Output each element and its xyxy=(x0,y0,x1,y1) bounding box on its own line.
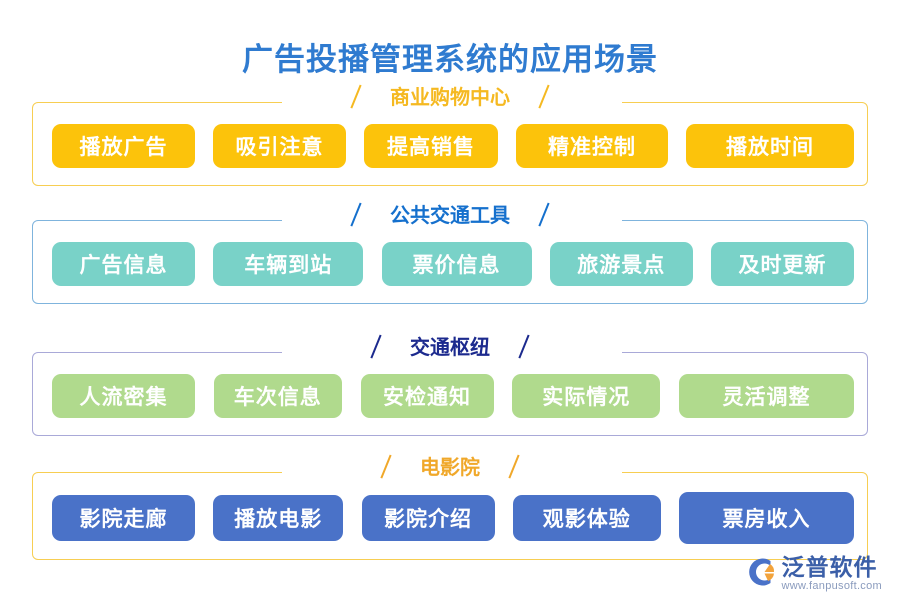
section-header: 交通枢纽 xyxy=(32,331,868,360)
tag-item[interactable]: 灵活调整 xyxy=(679,374,854,418)
logo-text-wrap: 泛普软件 www.fanpusoft.com xyxy=(782,555,882,592)
tag-item[interactable]: 安检通知 xyxy=(360,374,494,418)
section-header: 商业购物中心 xyxy=(32,81,868,110)
tag-row: 影院走廊 播放电影 影院介绍 观影体验 票房收入 xyxy=(52,492,854,544)
section-header-label: 电影院 xyxy=(420,457,480,479)
section-header: 电影院 xyxy=(32,451,868,480)
tag-item[interactable]: 及时更新 xyxy=(711,242,854,286)
section-public-transport: 公共交通工具 广告信息 车辆到站 票价信息 旅游景点 及时更新 xyxy=(32,205,868,304)
tag-item[interactable]: 影院介绍 xyxy=(361,495,495,541)
slash-left-icon xyxy=(348,201,364,227)
slash-left-icon xyxy=(348,83,364,109)
header-mask xyxy=(282,208,622,232)
section-commercial-mall: 商业购物中心 播放广告 吸引注意 提高销售 精准控制 播放时间 xyxy=(32,87,868,186)
header-mask xyxy=(282,340,622,364)
tag-row: 广告信息 车辆到站 票价信息 旅游景点 及时更新 xyxy=(52,242,854,286)
tag-item[interactable]: 实际情况 xyxy=(512,374,661,418)
slash-left-icon xyxy=(378,453,394,479)
tag-item[interactable]: 票房收入 xyxy=(679,492,854,544)
slash-right-icon xyxy=(516,333,532,359)
slash-left-icon xyxy=(368,333,384,359)
tag-row: 人流密集 车次信息 安检通知 实际情况 灵活调整 xyxy=(52,374,854,418)
section-header-label: 交通枢纽 xyxy=(410,337,490,359)
page-title: 广告投播管理系统的应用场景 xyxy=(242,42,658,77)
tag-item[interactable]: 精准控制 xyxy=(516,124,668,168)
header-mask xyxy=(282,90,622,114)
section-cinema: 电影院 影院走廊 播放电影 影院介绍 观影体验 票房收入 xyxy=(32,457,868,560)
tag-row: 播放广告 吸引注意 提高销售 精准控制 播放时间 xyxy=(52,124,854,168)
slash-right-icon xyxy=(536,201,552,227)
section-header-label: 商业购物中心 xyxy=(390,87,510,109)
tag-item[interactable]: 播放电影 xyxy=(213,495,344,541)
tag-item[interactable]: 票价信息 xyxy=(381,242,532,286)
tag-item[interactable]: 车辆到站 xyxy=(213,242,364,286)
section-header: 公共交通工具 xyxy=(32,199,868,228)
header-mask xyxy=(282,460,622,484)
fanpu-swoosh-logo-icon xyxy=(748,558,774,586)
tag-item[interactable]: 观影体验 xyxy=(512,495,661,541)
tag-item[interactable]: 播放广告 xyxy=(52,124,195,168)
brand-logo: 泛普软件 www.fanpusoft.com xyxy=(748,555,882,592)
tag-item[interactable]: 旅游景点 xyxy=(549,242,693,286)
section-transport-hub: 交通枢纽 人流密集 车次信息 安检通知 实际情况 灵活调整 xyxy=(32,337,868,436)
tag-item[interactable]: 播放时间 xyxy=(686,124,854,168)
logo-url: www.fanpusoft.com xyxy=(781,580,882,592)
slash-right-icon xyxy=(506,453,522,479)
tag-item[interactable]: 吸引注意 xyxy=(213,124,346,168)
tag-item[interactable]: 提高销售 xyxy=(364,124,498,168)
slash-right-icon xyxy=(536,83,552,109)
tag-item[interactable]: 广告信息 xyxy=(52,242,195,286)
logo-name: 泛普软件 xyxy=(781,553,878,580)
tag-item[interactable]: 人流密集 xyxy=(52,374,195,418)
section-header-label: 公共交通工具 xyxy=(390,205,510,227)
tag-item[interactable]: 影院走廊 xyxy=(52,495,195,541)
tag-item[interactable]: 车次信息 xyxy=(213,374,342,418)
